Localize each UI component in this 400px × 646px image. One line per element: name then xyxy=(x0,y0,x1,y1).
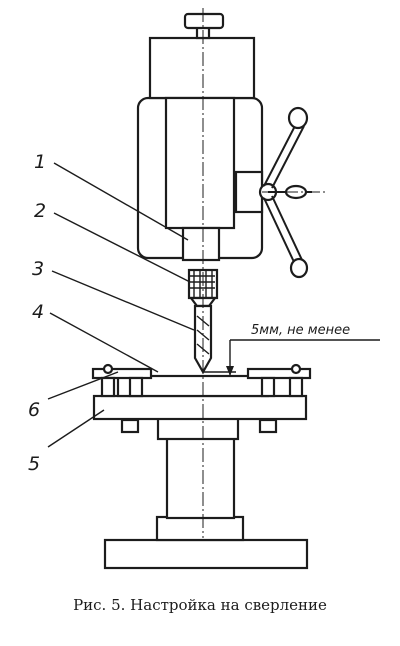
motor-cap-knob xyxy=(183,12,225,30)
base-step xyxy=(155,515,245,542)
feed-hub xyxy=(234,170,264,214)
bolt-head-left xyxy=(102,363,114,375)
clamp-bolt-right xyxy=(260,376,276,398)
bolt-head-right xyxy=(290,363,302,375)
spindle-nose xyxy=(181,226,221,262)
lever-knob-upper xyxy=(287,106,309,130)
leader-5 xyxy=(47,409,105,448)
feed-lever-lower xyxy=(263,197,295,263)
clamp-bolt-left-2 xyxy=(128,376,144,398)
nut-right xyxy=(258,418,278,434)
leader-3 xyxy=(51,270,195,331)
callout-6: 6 xyxy=(28,399,40,421)
feed-lever-upper xyxy=(263,123,297,187)
callout-4: 4 xyxy=(32,301,44,323)
leader-2 xyxy=(53,212,191,283)
feed-lever-upper-b xyxy=(271,125,305,189)
column-collar xyxy=(156,416,240,441)
clamp-bolt-left xyxy=(100,376,116,398)
clamp-bolt-right-2 xyxy=(288,376,304,398)
dimension-note: 5мм, не менее xyxy=(251,323,350,338)
nut-left xyxy=(120,418,140,434)
table-lower-plate xyxy=(92,394,308,421)
motor-block xyxy=(148,36,256,100)
feed-lever-lower-b xyxy=(271,195,303,261)
callout-5: 5 xyxy=(28,453,40,475)
callout-2: 2 xyxy=(34,200,46,222)
callout-3: 3 xyxy=(32,258,44,280)
callout-1: 1 xyxy=(34,151,46,173)
clamp-bar-left xyxy=(91,367,153,380)
column xyxy=(165,436,236,520)
leader-6 xyxy=(47,371,119,400)
quill-housing xyxy=(164,96,236,230)
dimension-arrow xyxy=(226,366,234,376)
clamp-bar-right xyxy=(246,367,312,380)
base-plate xyxy=(103,538,309,570)
figure-caption: Рис. 5. Настройка на сверление xyxy=(73,596,327,614)
leader-1 xyxy=(53,162,189,241)
chuck-knurl xyxy=(190,271,215,297)
leader-4 xyxy=(49,312,159,373)
lever-knob-lower xyxy=(289,257,309,279)
